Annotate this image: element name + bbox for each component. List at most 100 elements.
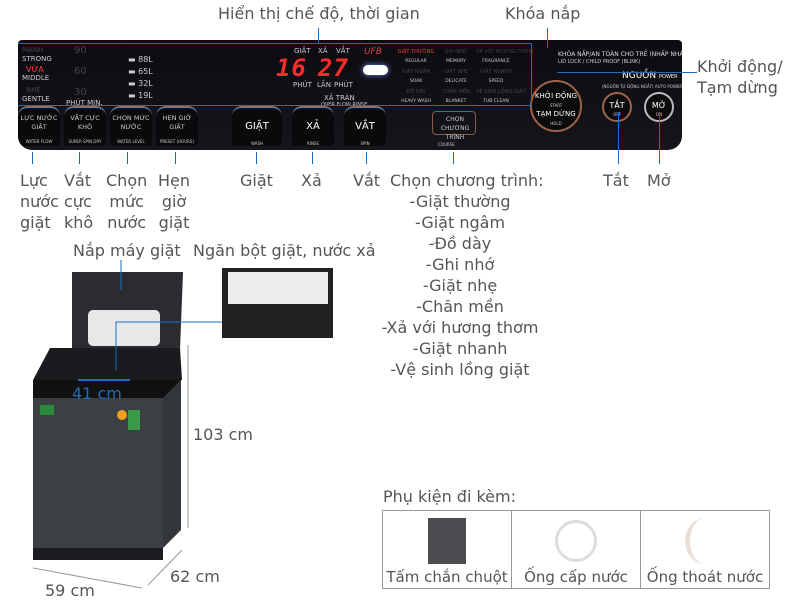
leader bbox=[366, 152, 367, 164]
overflow-rinse: XẢ TRÀN bbox=[324, 94, 355, 102]
display-spin: VẮT bbox=[336, 47, 350, 55]
height-dimension: 103 cm bbox=[193, 425, 254, 444]
display-digits-right: 27 bbox=[318, 54, 349, 82]
program-item: -Giặt thường bbox=[409, 192, 511, 211]
leader bbox=[453, 152, 454, 164]
leader bbox=[79, 152, 80, 164]
accessory-rat-guard: Tấm chắn chuột bbox=[382, 510, 512, 589]
flow-middle: VỪA bbox=[26, 65, 44, 74]
display-bracket-right bbox=[531, 43, 532, 106]
leader bbox=[659, 112, 660, 164]
program-item: -Xả với hương thơm bbox=[381, 318, 539, 337]
leader bbox=[256, 152, 257, 164]
minutes-90: 90 bbox=[74, 45, 87, 56]
leader bbox=[32, 152, 33, 164]
power-label: NGUỒN bbox=[622, 71, 657, 81]
on-callout: Mở bbox=[647, 171, 671, 190]
leader bbox=[312, 152, 313, 164]
display-leader bbox=[318, 28, 319, 43]
depth-arrow bbox=[147, 549, 183, 586]
accessory-drain-hose: Ống thoát nước bbox=[640, 510, 770, 589]
program-callout-title: Chọn chương trình: bbox=[390, 171, 544, 190]
rat-guard-image bbox=[428, 518, 466, 564]
wash-callout: Giặt bbox=[240, 171, 273, 190]
course-en: COURSE bbox=[438, 142, 455, 147]
program-item: -Giặt nhẹ bbox=[422, 276, 498, 295]
rinse-callout: Xả bbox=[301, 171, 322, 190]
machine-side bbox=[163, 380, 181, 548]
display-callout: Hiển thị chế độ, thời gian bbox=[218, 4, 420, 23]
program-item: -Đồ dày bbox=[428, 234, 492, 253]
power-label-en: POWER bbox=[659, 74, 678, 80]
display-bracket-bottom bbox=[18, 105, 532, 106]
accessory-inlet-hose: Ống cấp nước bbox=[511, 510, 641, 589]
washing-machine-illustration bbox=[32, 260, 333, 589]
lid-callout: Nắp máy giặt bbox=[73, 241, 181, 260]
program-list: -Giặt thường -Giặt ngâm -Đồ dày -Ghi nhớ -Gi… bbox=[370, 191, 550, 380]
program-item: -Chăn mền bbox=[416, 297, 504, 316]
machine-panel bbox=[33, 380, 181, 398]
off-callout: Tắt bbox=[603, 171, 629, 190]
display-bracket-top bbox=[18, 43, 532, 44]
lid-window bbox=[88, 310, 160, 346]
water-88l: 88L bbox=[138, 55, 153, 64]
water-19l: 19L bbox=[138, 91, 153, 100]
water-32l: 32L bbox=[138, 79, 153, 88]
lock-text: KHÓA NẮP/AN TOÀN CHO TRẺ (NHẤP NHÁY) bbox=[558, 51, 682, 58]
flow-gentle-en: GENTLE bbox=[22, 95, 50, 103]
lid-lock-callout: Khóa nắp bbox=[505, 4, 581, 23]
depth-dimension: 62 cm bbox=[170, 567, 220, 586]
minutes-60: 60 bbox=[74, 66, 87, 77]
display-times: LẦN bbox=[317, 81, 331, 89]
flow-strong-en: STRONG bbox=[22, 55, 52, 63]
water-65l: 65L bbox=[138, 67, 153, 76]
display-wash: GIẶT bbox=[294, 47, 311, 55]
machine-base bbox=[33, 548, 163, 560]
program-item: -Vệ sinh lồng giặt bbox=[390, 360, 530, 379]
display-rinse: XẢ bbox=[318, 47, 328, 55]
minutes-30: 30 bbox=[74, 87, 87, 98]
start-leader bbox=[557, 72, 697, 73]
display-digits-left: 16 bbox=[276, 54, 307, 82]
program-item: -Giặt ngâm bbox=[414, 213, 506, 232]
program-item: -Giặt nhanh bbox=[412, 339, 508, 358]
course-button[interactable]: CHỌN CHƯƠNG TRÌNH bbox=[432, 111, 476, 141]
program-item: -Ghi nhớ bbox=[425, 255, 495, 274]
leader bbox=[618, 112, 619, 164]
flow-gentle: NHẸ bbox=[26, 86, 41, 94]
flow-strong: MẠNH bbox=[22, 46, 44, 54]
ufb-label: UFB bbox=[364, 47, 382, 57]
power-note: (NGUỒN TỰ ĐỘNG NGẮT) AUTO POWER OFF bbox=[602, 84, 682, 89]
sticker bbox=[117, 410, 127, 420]
energy-label bbox=[40, 405, 54, 415]
flow-middle-en: MIDDLE bbox=[22, 74, 50, 82]
sticker bbox=[128, 410, 140, 430]
accessories-table: Tấm chắn chuột Ống cấp nước Ống thoát nư… bbox=[382, 510, 770, 589]
leader bbox=[175, 152, 176, 164]
inlet-hose-image bbox=[555, 520, 597, 562]
control-panel: MẠNH STRONG VỪA MIDDLE NHẸ GENTLE 90 60 … bbox=[18, 40, 682, 150]
drawer-leader bbox=[115, 321, 222, 370]
machine-front bbox=[33, 398, 163, 548]
